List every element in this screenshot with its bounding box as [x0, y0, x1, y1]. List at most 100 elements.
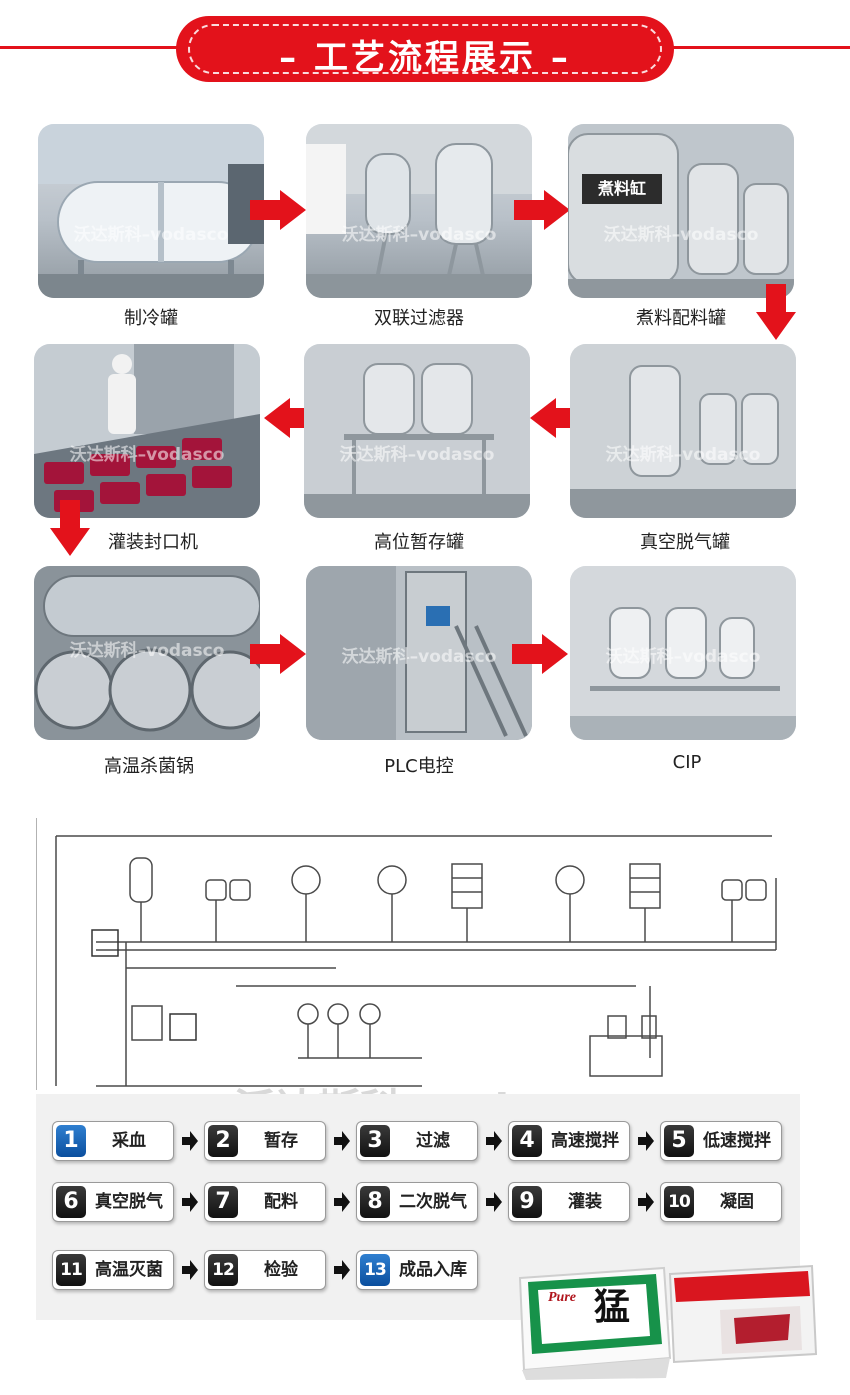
- step-arrow-icon: [182, 1192, 198, 1212]
- caption-refrigeration-tank: 制冷罐: [124, 308, 178, 329]
- product-brand: Pure: [548, 1290, 576, 1305]
- step-label: 暂存: [264, 1131, 298, 1151]
- product-character: 猛: [594, 1286, 631, 1328]
- photo-boiling-mixing-tank: 煮料缸 沃达斯科–vodasco: [568, 124, 794, 298]
- photo-filling-sealing-machine: 沃达斯科–vodasco: [34, 344, 260, 518]
- caption-boiling-mixing-tank: 煮料配料罐: [636, 308, 726, 329]
- cip-system-illustration: [570, 566, 796, 740]
- step-1: 1 采血: [52, 1121, 174, 1161]
- step-number: 7: [208, 1186, 238, 1218]
- step-number: 13: [360, 1254, 390, 1286]
- caption-duplex-filter: 双联过滤器: [374, 308, 464, 329]
- step-number: 8: [360, 1186, 390, 1218]
- flow-arrow-down-icon: [50, 500, 90, 556]
- product-package-green: [518, 1266, 672, 1380]
- sterilization-retort-illustration: [34, 566, 260, 740]
- step-arrow-icon: [334, 1260, 350, 1280]
- step-10: 10 凝固: [660, 1182, 782, 1222]
- tank-sign: 煮料缸: [582, 174, 662, 204]
- photo-watermark: 沃达斯科–vodasco: [605, 647, 761, 667]
- step-11: 11 高温灭菌: [52, 1250, 174, 1290]
- step-label: 真空脱气: [95, 1192, 163, 1212]
- header-banner: – 工艺流程展示 –: [176, 16, 674, 82]
- caption-plc-control: PLC电控: [384, 756, 454, 777]
- step-label: 成品入库: [399, 1260, 467, 1280]
- caption-vacuum-degassing-tank: 真空脱气罐: [640, 532, 730, 553]
- step-arrow-icon: [334, 1131, 350, 1151]
- caption-filling-sealing-machine: 灌装封口机: [108, 532, 198, 553]
- flow-arrow-right-icon: [514, 190, 570, 230]
- step-label: 灌装: [568, 1192, 602, 1212]
- step-number: 5: [664, 1125, 694, 1157]
- step-12: 12 检验: [204, 1250, 326, 1290]
- step-number: 12: [208, 1254, 238, 1286]
- step-label: 采血: [112, 1131, 146, 1151]
- step-number: 2: [208, 1125, 238, 1157]
- page-title: – 工艺流程展示 –: [279, 38, 571, 78]
- step-7: 7 配料: [204, 1182, 326, 1222]
- photo-watermark: 沃达斯科–vodasco: [341, 225, 497, 245]
- refrigeration-tank-illustration: [38, 124, 264, 298]
- step-arrow-icon: [486, 1131, 502, 1151]
- step-number: 1: [56, 1125, 86, 1157]
- step-label: 高速搅拌: [551, 1131, 619, 1151]
- flow-arrow-right-icon: [512, 634, 568, 674]
- photo-watermark: 沃达斯科–vodasco: [339, 445, 495, 465]
- photo-plc-control: 沃达斯科–vodasco: [306, 566, 532, 740]
- step-number: 6: [56, 1186, 86, 1218]
- storage-tank-illustration: [304, 344, 530, 518]
- photo-watermark: 沃达斯科–vodasco: [605, 445, 761, 465]
- step-arrow-icon: [182, 1131, 198, 1151]
- step-number: 3: [360, 1125, 390, 1157]
- photo-watermark: 沃达斯科–vodasco: [73, 225, 229, 245]
- step-2: 2 暂存: [204, 1121, 326, 1161]
- step-arrow-icon: [486, 1192, 502, 1212]
- step-number: 11: [56, 1254, 86, 1286]
- step-label: 高温灭菌: [95, 1260, 163, 1280]
- step-8: 8 二次脱气: [356, 1182, 478, 1222]
- caption-cip-system: CIP: [672, 752, 702, 773]
- photo-watermark: 沃达斯科–vodasco: [69, 641, 225, 661]
- step-5: 5 低速搅拌: [660, 1121, 782, 1161]
- flow-arrow-down-icon: [756, 284, 796, 340]
- step-4: 4 高速搅拌: [508, 1121, 630, 1161]
- step-label: 配料: [264, 1192, 298, 1212]
- step-number: 10: [664, 1186, 694, 1218]
- photo-vacuum-degassing-tank: 沃达斯科–vodasco: [570, 344, 796, 518]
- step-arrow-icon: [334, 1192, 350, 1212]
- plc-control-illustration: [306, 566, 532, 740]
- step-arrow-icon: [182, 1260, 198, 1280]
- step-label: 检验: [264, 1260, 298, 1280]
- piping-schematic: [35, 818, 777, 1090]
- step-number: 9: [512, 1186, 542, 1218]
- process-flow-diagram: [35, 818, 800, 1090]
- photo-watermark: 沃达斯科–vodasco: [341, 647, 497, 667]
- step-label: 过滤: [416, 1131, 450, 1151]
- caption-high-level-storage-tank: 高位暂存罐: [374, 532, 464, 553]
- filling-sealing-illustration: [34, 344, 260, 518]
- photo-duplex-filter: 沃达斯科–vodasco: [306, 124, 532, 298]
- photo-high-level-storage-tank: 沃达斯科–vodasco: [304, 344, 530, 518]
- step-arrow-icon: [638, 1131, 654, 1151]
- photo-sterilization-retort: 沃达斯科–vodasco: [34, 566, 260, 740]
- flow-arrow-right-icon: [250, 190, 306, 230]
- photo-cip-system: 沃达斯科–vodasco: [570, 566, 796, 740]
- caption-sterilization-retort: 高温杀菌锅: [104, 756, 194, 777]
- product-package-red: [668, 1264, 818, 1364]
- duplex-filter-illustration: [306, 124, 532, 298]
- step-13: 13 成品入库: [356, 1250, 478, 1290]
- photo-watermark: 沃达斯科–vodasco: [603, 225, 759, 245]
- header-dashed-border: [188, 24, 662, 74]
- step-6: 6 真空脱气: [52, 1182, 174, 1222]
- step-arrow-icon: [638, 1192, 654, 1212]
- step-label: 凝固: [720, 1192, 754, 1212]
- step-label: 低速搅拌: [703, 1131, 771, 1151]
- photo-refrigeration-tank: 沃达斯科–vodasco: [38, 124, 264, 298]
- step-number: 4: [512, 1125, 542, 1157]
- step-9: 9 灌装: [508, 1182, 630, 1222]
- photo-watermark: 沃达斯科–vodasco: [69, 445, 225, 465]
- flow-arrow-right-icon: [250, 634, 306, 674]
- vacuum-degassing-illustration: [570, 344, 796, 518]
- header-rule-right: [670, 46, 850, 49]
- step-label: 二次脱气: [399, 1192, 467, 1212]
